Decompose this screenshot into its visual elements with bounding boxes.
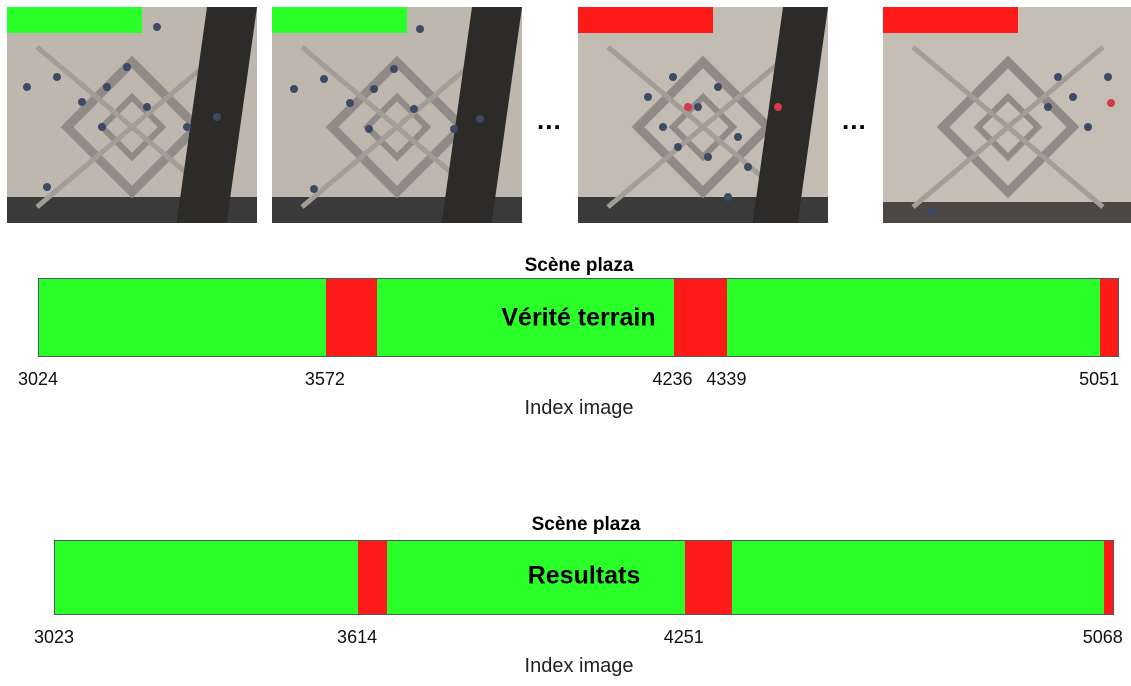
timeline-segment-abnormal	[684, 541, 732, 614]
video-frame-2	[272, 7, 522, 223]
video-frame-1	[7, 7, 257, 223]
frame-status-bar	[7, 7, 142, 33]
timeline-segment-abnormal	[1100, 279, 1118, 356]
x-tick-label: 5051	[1079, 369, 1120, 389]
frame-status-bar	[272, 7, 407, 33]
x-tick-label: 4236	[652, 369, 693, 389]
timeline-segment-abnormal	[673, 279, 728, 356]
chart-title: Scène plaza	[524, 255, 634, 276]
ellipsis-2: ...	[842, 105, 867, 135]
frame-status-bar	[883, 7, 1018, 33]
x-tick-label: 3614	[337, 627, 378, 647]
x-tick-label: 3572	[304, 369, 345, 389]
plaza-scene-image	[272, 7, 522, 223]
video-frame-4	[883, 7, 1131, 223]
timeline-segment-abnormal	[1103, 541, 1113, 614]
ellipsis-1: ...	[537, 105, 562, 135]
plaza-scene-image	[7, 7, 257, 223]
x-tick-label: 3023	[33, 627, 75, 647]
timeline-inner-label: Resultats	[527, 561, 641, 590]
timeline-bar: Vérité terrain	[38, 278, 1119, 357]
x-tick-label: 4339	[706, 369, 747, 389]
x-tick-label: 5068	[1082, 627, 1123, 647]
x-tick-label: 4251	[663, 627, 704, 647]
x-axis-label: Index image	[524, 655, 634, 677]
frame-status-bar	[578, 7, 713, 33]
timeline-segment-abnormal	[325, 279, 378, 356]
plaza-scene-image	[578, 7, 828, 223]
x-axis-label: Index image	[524, 397, 634, 419]
video-frame-3	[578, 7, 828, 223]
chart-title: Scène plaza	[531, 514, 641, 535]
plaza-scene-image	[883, 7, 1131, 223]
timeline-inner-label: Vérité terrain	[501, 303, 656, 331]
timeline-bar: Resultats	[54, 540, 1114, 615]
timeline-segment-abnormal	[358, 541, 387, 614]
x-tick-label: 3024	[17, 369, 59, 389]
